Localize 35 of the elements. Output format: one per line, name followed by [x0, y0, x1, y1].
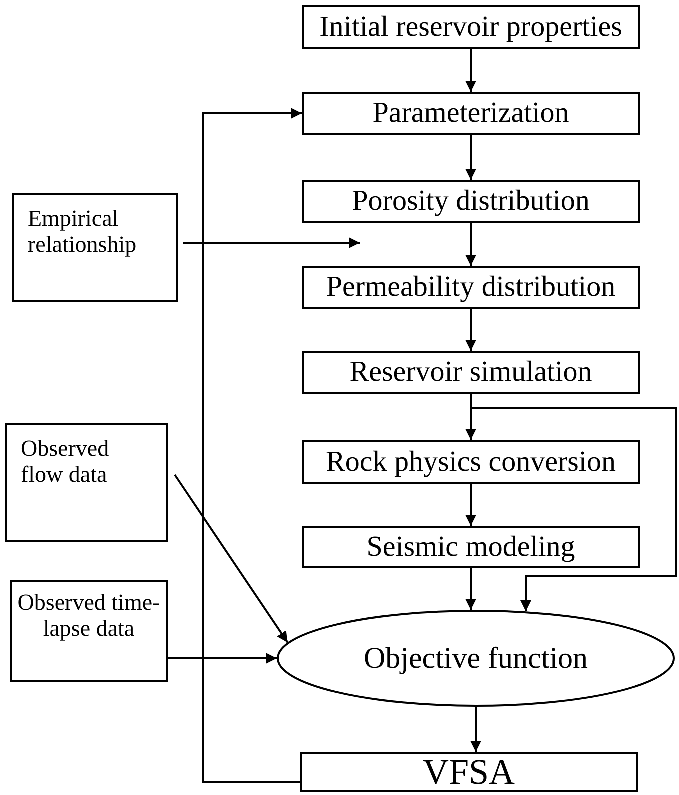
box-label: Observed time-lapse data — [16, 590, 162, 643]
box-label: VFSA — [422, 754, 516, 790]
process-box — [302, 5, 640, 49]
box-label: Objective function — [364, 640, 588, 677]
box-label: Empirical relationship — [28, 206, 137, 259]
box-label: Rock physics conversion — [326, 444, 616, 480]
process-box — [302, 266, 640, 309]
box-label: Initial reservoir properties — [320, 10, 622, 45]
box-label: Permeability distribution — [326, 270, 616, 306]
process-box — [300, 752, 638, 792]
box-label: Reservoir simulation — [350, 355, 592, 390]
box-label: Parameterization — [372, 96, 570, 132]
process-box — [302, 440, 640, 484]
arrow — [466, 309, 476, 351]
arrow — [202, 108, 302, 783]
arrow — [466, 223, 476, 266]
process-box — [302, 351, 640, 394]
arrow — [174, 474, 289, 644]
process-box — [302, 92, 640, 135]
box-label: Seismic modeling — [366, 530, 576, 565]
objective-ellipse — [277, 610, 675, 707]
arrow — [168, 653, 277, 664]
arrow — [466, 484, 476, 526]
arrow — [183, 238, 360, 248]
input-box — [5, 423, 168, 542]
process-box — [302, 180, 640, 223]
arrow — [466, 568, 476, 610]
arrow — [466, 135, 476, 180]
box-label: Observed flow data — [21, 436, 110, 489]
input-box — [12, 193, 178, 302]
box-label: Porosity distribution — [352, 184, 590, 220]
input-box — [10, 580, 168, 682]
arrow — [470, 707, 482, 752]
process-box — [302, 526, 640, 568]
arrow — [466, 49, 476, 92]
